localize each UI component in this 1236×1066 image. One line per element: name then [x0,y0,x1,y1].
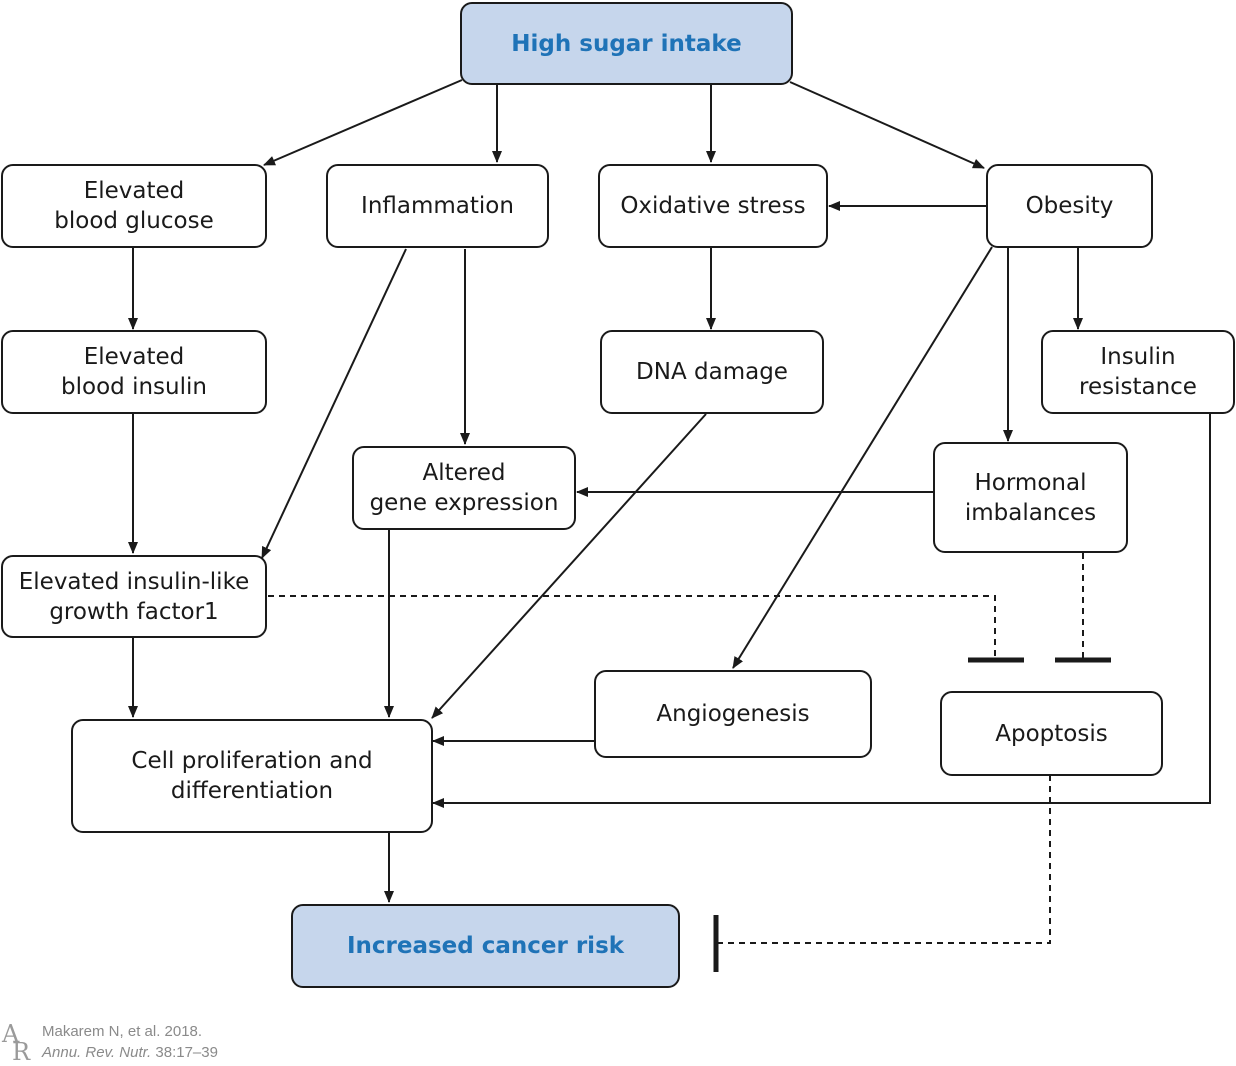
node-altered-gene-expression: Altered gene expression [352,446,576,530]
node-angiogenesis: Angiogenesis [594,670,872,758]
node-obesity: Obesity [986,164,1153,248]
node-elevated-blood-insulin: Elevated blood insulin [1,330,267,414]
citation-volume: 38:17–39 [155,1044,218,1061]
citation-authors: Makarem N, et al. 2018. [42,1023,203,1040]
node-oxidative-stress: Oxidative stress [598,164,828,248]
node-hormonal-imbalances: Hormonal imbalances [933,442,1128,553]
citation-journal-line: Annu. Rev. Nutr. 38:17–39 [42,1044,218,1061]
citation: A R Makarem N, et al. 2018. Annu. Rev. N… [0,1020,400,1066]
node-dna-damage: DNA damage [600,330,824,414]
edge-sugar-to-obesity [789,81,985,169]
annual-reviews-logo: A R [2,1020,31,1066]
inhibit-apoptosis-cancer [718,775,1051,944]
node-inflammation: Inflammation [326,164,549,248]
edge-inflammation-to-igf1 [261,248,407,559]
node-increased-cancer-risk: Increased cancer risk [291,904,680,988]
citation-journal: Annu. Rev. Nutr. [42,1044,152,1061]
node-elevated-igf1: Elevated insulin-like growth factor1 [1,555,267,638]
node-insulin-resistance: Insulin resistance [1041,330,1235,414]
node-high-sugar-intake: High sugar intake [460,2,793,85]
node-cell-proliferation: Cell proliferation and differentiation [71,719,433,833]
edge-sugar-to-glucose [263,79,463,166]
node-elevated-blood-glucose: Elevated blood glucose [1,164,267,248]
edge-obesity-to-angiogenesis [732,246,993,669]
node-apoptosis: Apoptosis [940,691,1163,776]
inhibit-igf1-apoptosis [268,595,996,658]
edge-dna-to-prolif [431,413,707,719]
edge-insulin-resistance-to-prolif [432,414,1211,808]
